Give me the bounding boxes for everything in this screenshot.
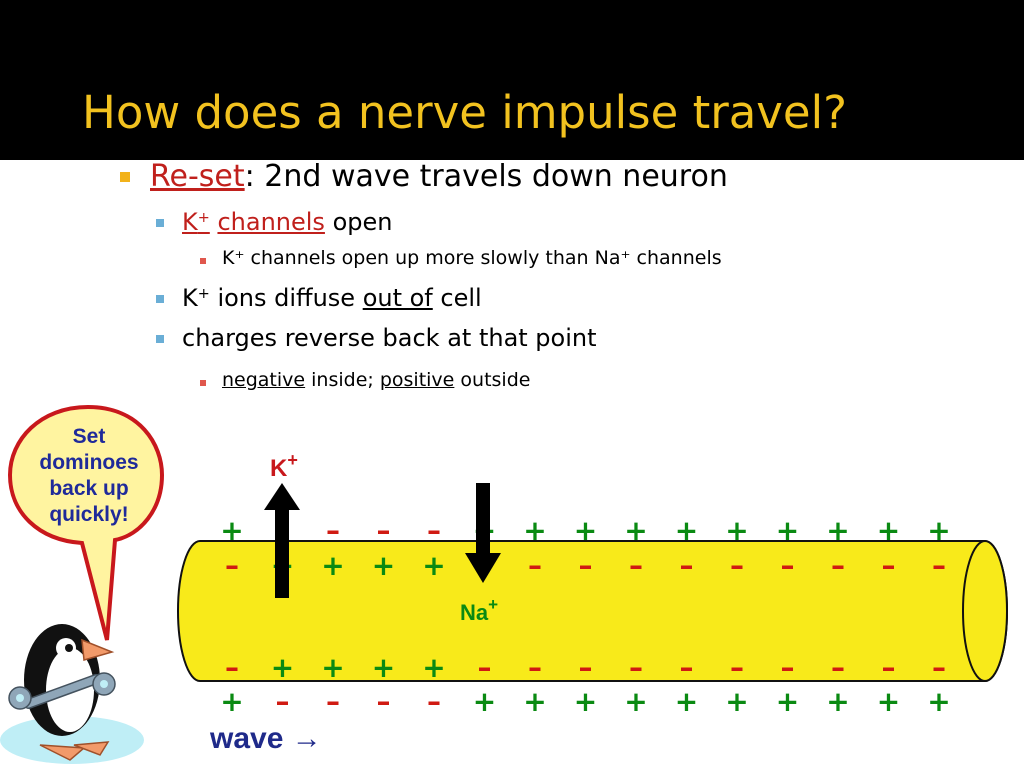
bullet-marker	[200, 258, 206, 264]
charge-minus-inside-top: –	[528, 549, 542, 582]
bullet-k-slower: K⁺ channels open up more slowly than Na⁺…	[222, 247, 722, 269]
charge-minus-outside-top: –	[427, 514, 441, 547]
charge-plus-outside-top: +	[675, 514, 698, 547]
charge-minus-outside-top: –	[326, 514, 340, 547]
charge-plus-outside-top: +	[523, 514, 546, 547]
speech-bubble-text: Set dominoes back up quickly!	[39, 425, 139, 526]
charge-minus-inside-top: –	[932, 549, 946, 582]
charge-plus-inside-top: +	[372, 549, 395, 582]
charge-plus-outside-bottom: +	[776, 685, 799, 718]
charge-minus-outside-bottom: –	[377, 685, 391, 718]
bullet-marker	[120, 172, 130, 182]
charge-minus-inside-top: –	[882, 549, 896, 582]
charge-plus-outside-bottom: +	[574, 685, 597, 718]
charge-minus-outside-bottom: –	[276, 685, 290, 718]
charge-minus-inside-top: –	[579, 549, 593, 582]
charge-minus-inside-bottom: –	[579, 651, 593, 684]
charge-minus-inside-bottom: –	[680, 651, 694, 684]
bullet-reset: Re-set: 2nd wave travels down neuron	[150, 159, 728, 194]
bullet-k-diffuse: K+ ions diffuse out of cell	[182, 284, 482, 312]
bullet-marker	[156, 219, 164, 227]
ice-patch	[0, 716, 144, 764]
charge-plus-outside-bottom: +	[675, 685, 698, 718]
charge-plus-outside-bottom: +	[927, 685, 950, 718]
charge-minus-outside-bottom: –	[326, 685, 340, 718]
charge-minus-outside-top: –	[377, 514, 391, 547]
charge-plus-outside-bottom: +	[725, 685, 748, 718]
charge-plus-outside-bottom: +	[473, 685, 496, 718]
charge-plus-outside-top: +	[574, 514, 597, 547]
charge-minus-inside-top: –	[225, 549, 239, 582]
charge-plus-inside-bottom: +	[321, 651, 344, 684]
channels-term: channels	[217, 208, 325, 236]
out-of-term: out of	[362, 284, 433, 312]
bullet-charges-reverse: charges reverse back at that point	[182, 324, 597, 352]
charge-minus-inside-top: –	[831, 549, 845, 582]
reset-term: Re-set	[150, 159, 245, 194]
charge-plus-inside-top: +	[422, 549, 445, 582]
charge-plus-outside-bottom: +	[220, 685, 243, 718]
charge-plus-inside-top: +	[321, 549, 344, 582]
charge-plus-outside-top: +	[624, 514, 647, 547]
charge-minus-inside-bottom: –	[730, 651, 744, 684]
slide-title: How does a nerve impulse travel?	[82, 86, 847, 139]
na-channel-arrow-icon	[465, 483, 501, 583]
charge-plus-outside-top: +	[877, 514, 900, 547]
charge-minus-inside-top: –	[730, 549, 744, 582]
k-ion-label: K+	[270, 450, 298, 482]
na-ion-label: Na+	[460, 595, 498, 625]
charge-minus-outside-bottom: –	[427, 685, 441, 718]
charge-plus-outside-bottom: +	[877, 685, 900, 718]
title-bar: How does a nerve impulse travel?	[0, 0, 1024, 160]
charge-plus-inside-bottom: +	[271, 651, 294, 684]
charge-minus-inside-bottom: –	[478, 651, 492, 684]
bullet-marker	[156, 295, 164, 303]
k-channel-arrow-icon	[264, 483, 300, 598]
axon-end	[962, 540, 1008, 682]
bullet-marker	[200, 380, 206, 386]
charge-plus-outside-top: +	[725, 514, 748, 547]
charge-plus-outside-bottom: +	[624, 685, 647, 718]
bullet-k-channels-open: K+ channels open	[182, 208, 393, 236]
charge-minus-inside-bottom: –	[629, 651, 643, 684]
charge-minus-inside-bottom: –	[225, 651, 239, 684]
charge-minus-inside-bottom: –	[831, 651, 845, 684]
charge-minus-inside-bottom: –	[882, 651, 896, 684]
charge-plus-outside-top: +	[826, 514, 849, 547]
charge-plus-outside-top: +	[220, 514, 243, 547]
charge-signs: +––––++++++++++–++++–––––––––––++++–––––…	[220, 514, 950, 718]
charge-plus-outside-top: +	[776, 514, 799, 547]
charge-plus-inside-bottom: +	[422, 651, 445, 684]
wave-label: wave →	[210, 722, 322, 755]
charge-minus-inside-bottom: –	[932, 651, 946, 684]
k-ion-term: K+	[182, 208, 210, 236]
bullet-marker	[156, 335, 164, 343]
axon-diagram: +––––++++++++++–++++–––––––––––++++–––––…	[0, 404, 1008, 764]
charge-minus-inside-bottom: –	[528, 651, 542, 684]
bullet-negative-positive: negative inside; positive outside	[222, 369, 531, 391]
charge-minus-inside-top: –	[680, 549, 694, 582]
charge-minus-inside-bottom: –	[781, 651, 795, 684]
charge-plus-outside-bottom: +	[523, 685, 546, 718]
charge-minus-inside-top: –	[781, 549, 795, 582]
charge-plus-outside-top: +	[927, 514, 950, 547]
charge-minus-inside-top: –	[629, 549, 643, 582]
wrench-icon	[8, 672, 116, 710]
charge-plus-outside-bottom: +	[826, 685, 849, 718]
speech-bubble	[7, 404, 165, 641]
charge-plus-inside-bottom: +	[372, 651, 395, 684]
